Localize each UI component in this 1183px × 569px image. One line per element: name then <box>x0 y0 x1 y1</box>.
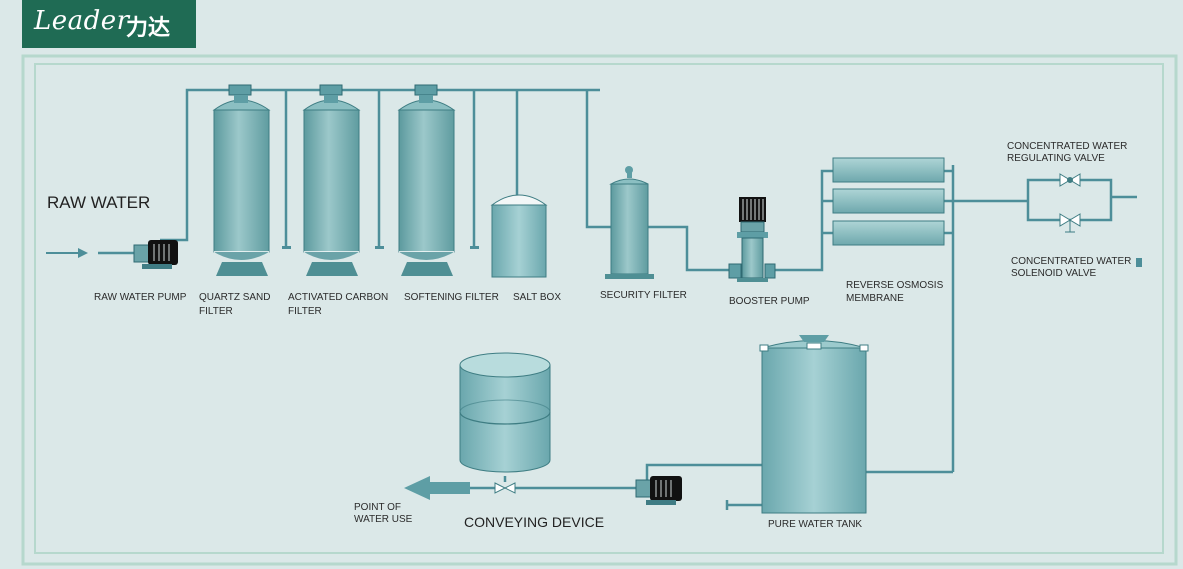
pure-water-tank <box>759 335 869 514</box>
ro-membrane-label-line1: REVERSE OSMOSIS <box>846 280 944 291</box>
quartz-sand-label-line1: QUARTZ SAND <box>199 292 271 303</box>
regulating-valve-label-line1: CONCENTRATED WATER <box>1007 141 1127 152</box>
quartz-sand-filter-vessel <box>212 95 271 276</box>
activated-carbon-filter-vessel <box>302 95 361 276</box>
activated-carbon-label-line2: FILTER <box>288 306 322 317</box>
solenoid-valve-label-line1: CONCENTRATED WATER <box>1011 256 1131 267</box>
pipe-caps <box>282 246 479 249</box>
regulating-valve-label-line2: REGULATING VALVE <box>1007 153 1105 164</box>
booster-pump-label: BOOSTER PUMP <box>729 296 810 307</box>
solenoid-marker-icon <box>1136 258 1142 267</box>
solenoid-valve-label-line2: SOLENOID VALVE <box>1011 268 1097 279</box>
logo-script-text: Leader <box>34 6 130 36</box>
softening-filter-label: SOFTENING FILTER <box>404 292 499 303</box>
conveying-storage-tank <box>459 352 551 473</box>
point-of-use-arrow <box>404 476 470 500</box>
conveying-pump <box>635 476 682 505</box>
raw-water-pump-label: RAW WATER PUMP <box>94 292 187 303</box>
point-of-use-label-line1: POINT OF <box>354 502 401 513</box>
outlet-valve-icon <box>494 482 516 494</box>
logo-chinese-text: 力达 <box>126 16 171 41</box>
booster-pump <box>728 197 776 282</box>
security-filter-label: SECURITY FILTER <box>600 290 687 301</box>
point-of-use-label-line2: WATER USE <box>354 514 413 525</box>
raw-water-pump <box>133 240 178 269</box>
conveying-device-label: CONVEYING DEVICE <box>464 514 604 530</box>
pure-water-tank-label: PURE WATER TANK <box>768 519 862 530</box>
quartz-sand-label-line2: FILTER <box>199 306 233 317</box>
salt-box-label: SALT BOX <box>513 292 561 303</box>
brand-logo: Leader 力达 <box>22 0 196 48</box>
raw-water-inlet-arrow <box>46 248 88 258</box>
activated-carbon-label-line1: ACTIVATED CARBON <box>288 292 388 303</box>
outer-frame <box>21 54 1178 566</box>
regulating-valve-icon <box>1059 173 1081 187</box>
raw-water-label: RAW WATER <box>47 193 150 212</box>
ro-membrane-label-line2: MEMBRANE <box>846 293 904 304</box>
inner-frame <box>34 63 1164 554</box>
security-filter-vessel <box>605 166 654 279</box>
salt-box-tank <box>490 194 548 278</box>
reverse-osmosis-membranes <box>832 157 945 246</box>
softening-filter-vessel <box>397 95 456 276</box>
solenoid-valve-icon <box>1059 213 1081 233</box>
